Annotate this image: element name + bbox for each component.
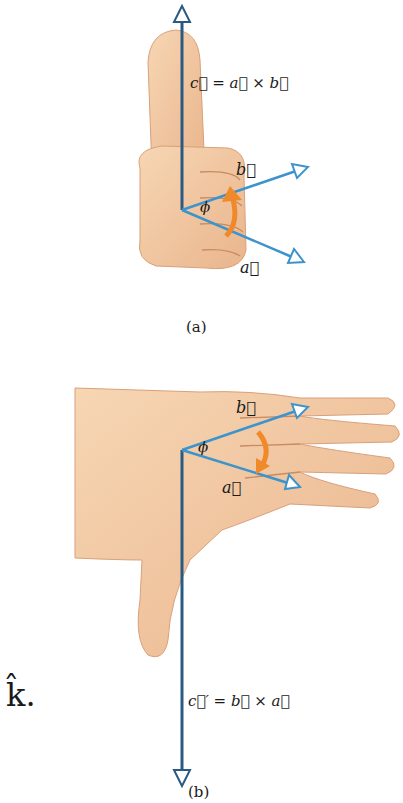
vector-label: b⃗ (236, 398, 256, 417)
thumbs-up-hand (139, 30, 246, 269)
vector-label: a⃗ (222, 478, 241, 497)
vectors-a (174, 6, 308, 263)
angle-label: ϕ (200, 198, 210, 216)
panel-label: (b) (188, 783, 209, 801)
vector-label: b⃗ (236, 160, 256, 179)
open-hand (75, 388, 399, 657)
vector-label: a⃗ (240, 258, 259, 277)
cross-product-label: c⃗ = a⃗ × b⃗ (190, 74, 288, 92)
angle-label: ϕ (198, 438, 208, 456)
panel-label: (a) (186, 318, 207, 336)
unit-vector-fragment: k̂. (6, 676, 36, 714)
vectors-b (174, 404, 308, 786)
cross-product-label: c⃗′ = b⃗ × a⃗ (188, 692, 290, 710)
